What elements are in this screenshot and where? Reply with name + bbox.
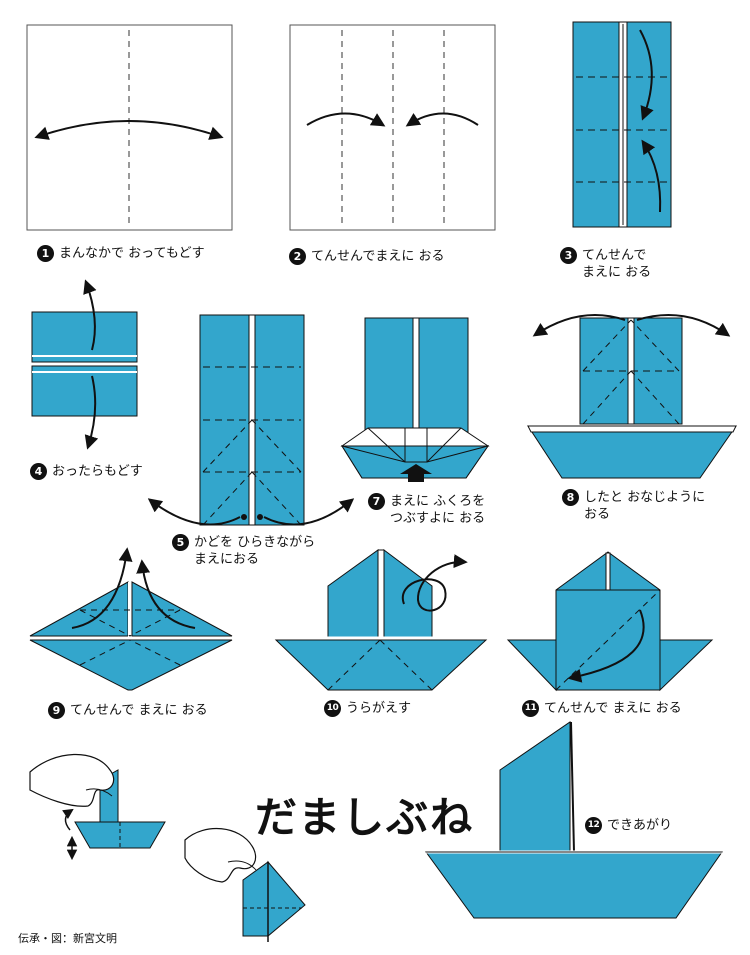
hand-boat-illustration [29, 753, 166, 861]
step-2-label: 2 てんせんでまえに おる [289, 248, 444, 265]
step-8-label: 8 したと おなじように おる [562, 489, 705, 523]
step-7-label: 7 まえに ふくろを つぶすよに おる [368, 493, 485, 527]
step-text: てんせんで まえに おる [70, 703, 208, 718]
step-number: 5 [172, 534, 189, 551]
step-text: うらがえす [346, 701, 412, 716]
step-text: したと おなじように おる [584, 490, 706, 522]
step-number: 10 [324, 700, 341, 717]
step-11-figure [506, 551, 714, 692]
step-number: 8 [562, 489, 579, 506]
step-7-figure [340, 317, 490, 482]
step-3-label: 3 てんせんで まえに おる [560, 247, 651, 281]
step-10-label: 10 うらがえす [324, 700, 411, 717]
step-3-figure [572, 21, 672, 228]
step-text: できあがり [607, 818, 673, 833]
step-1-figure [26, 24, 233, 231]
step-4-label: 4 おったらもどす [30, 463, 143, 480]
page-title: だましぶね [255, 793, 475, 842]
step-number: 12 [585, 817, 602, 834]
step-text: てんせんで まえに おる [582, 248, 652, 280]
step-11-label: 11 てんせんで まえに おる [522, 700, 682, 717]
hand-sail-illustration [184, 827, 306, 942]
step-text: てんせんでまえに おる [311, 249, 445, 264]
step-number: 4 [30, 463, 47, 480]
step-text: おったらもどす [52, 464, 143, 479]
step-9-label: 9 てんせんで まえに おる [48, 702, 208, 719]
step-number: 2 [289, 248, 306, 265]
step-1-label: 1 まんなかで おってもどす [37, 245, 205, 262]
step-9-figure [29, 547, 233, 691]
step-8-figure [527, 314, 737, 479]
step-number: 9 [48, 702, 65, 719]
step-number: 7 [368, 493, 385, 510]
step-4-figure [31, 279, 138, 450]
step-10-figure [274, 549, 488, 691]
step-12-figure [425, 721, 723, 919]
step-text: まんなかで おってもどす [59, 246, 205, 261]
step-number: 1 [37, 245, 54, 262]
step-text: てんせんで まえに おる [544, 701, 682, 716]
step-12-label: 12 できあがり [585, 817, 672, 834]
credit-text: 伝承・図：新宮文明 [18, 932, 117, 945]
step-5-label: 5 かどを ひらきながら まえにおる [172, 534, 315, 568]
step-text: まえに ふくろを つぶすよに おる [390, 494, 486, 526]
step-text: かどを ひらきながら まえにおる [194, 535, 316, 567]
step-5-figure [147, 314, 355, 526]
step-number: 11 [522, 700, 539, 717]
step-number: 3 [560, 247, 577, 264]
step-2-figure [289, 24, 496, 231]
